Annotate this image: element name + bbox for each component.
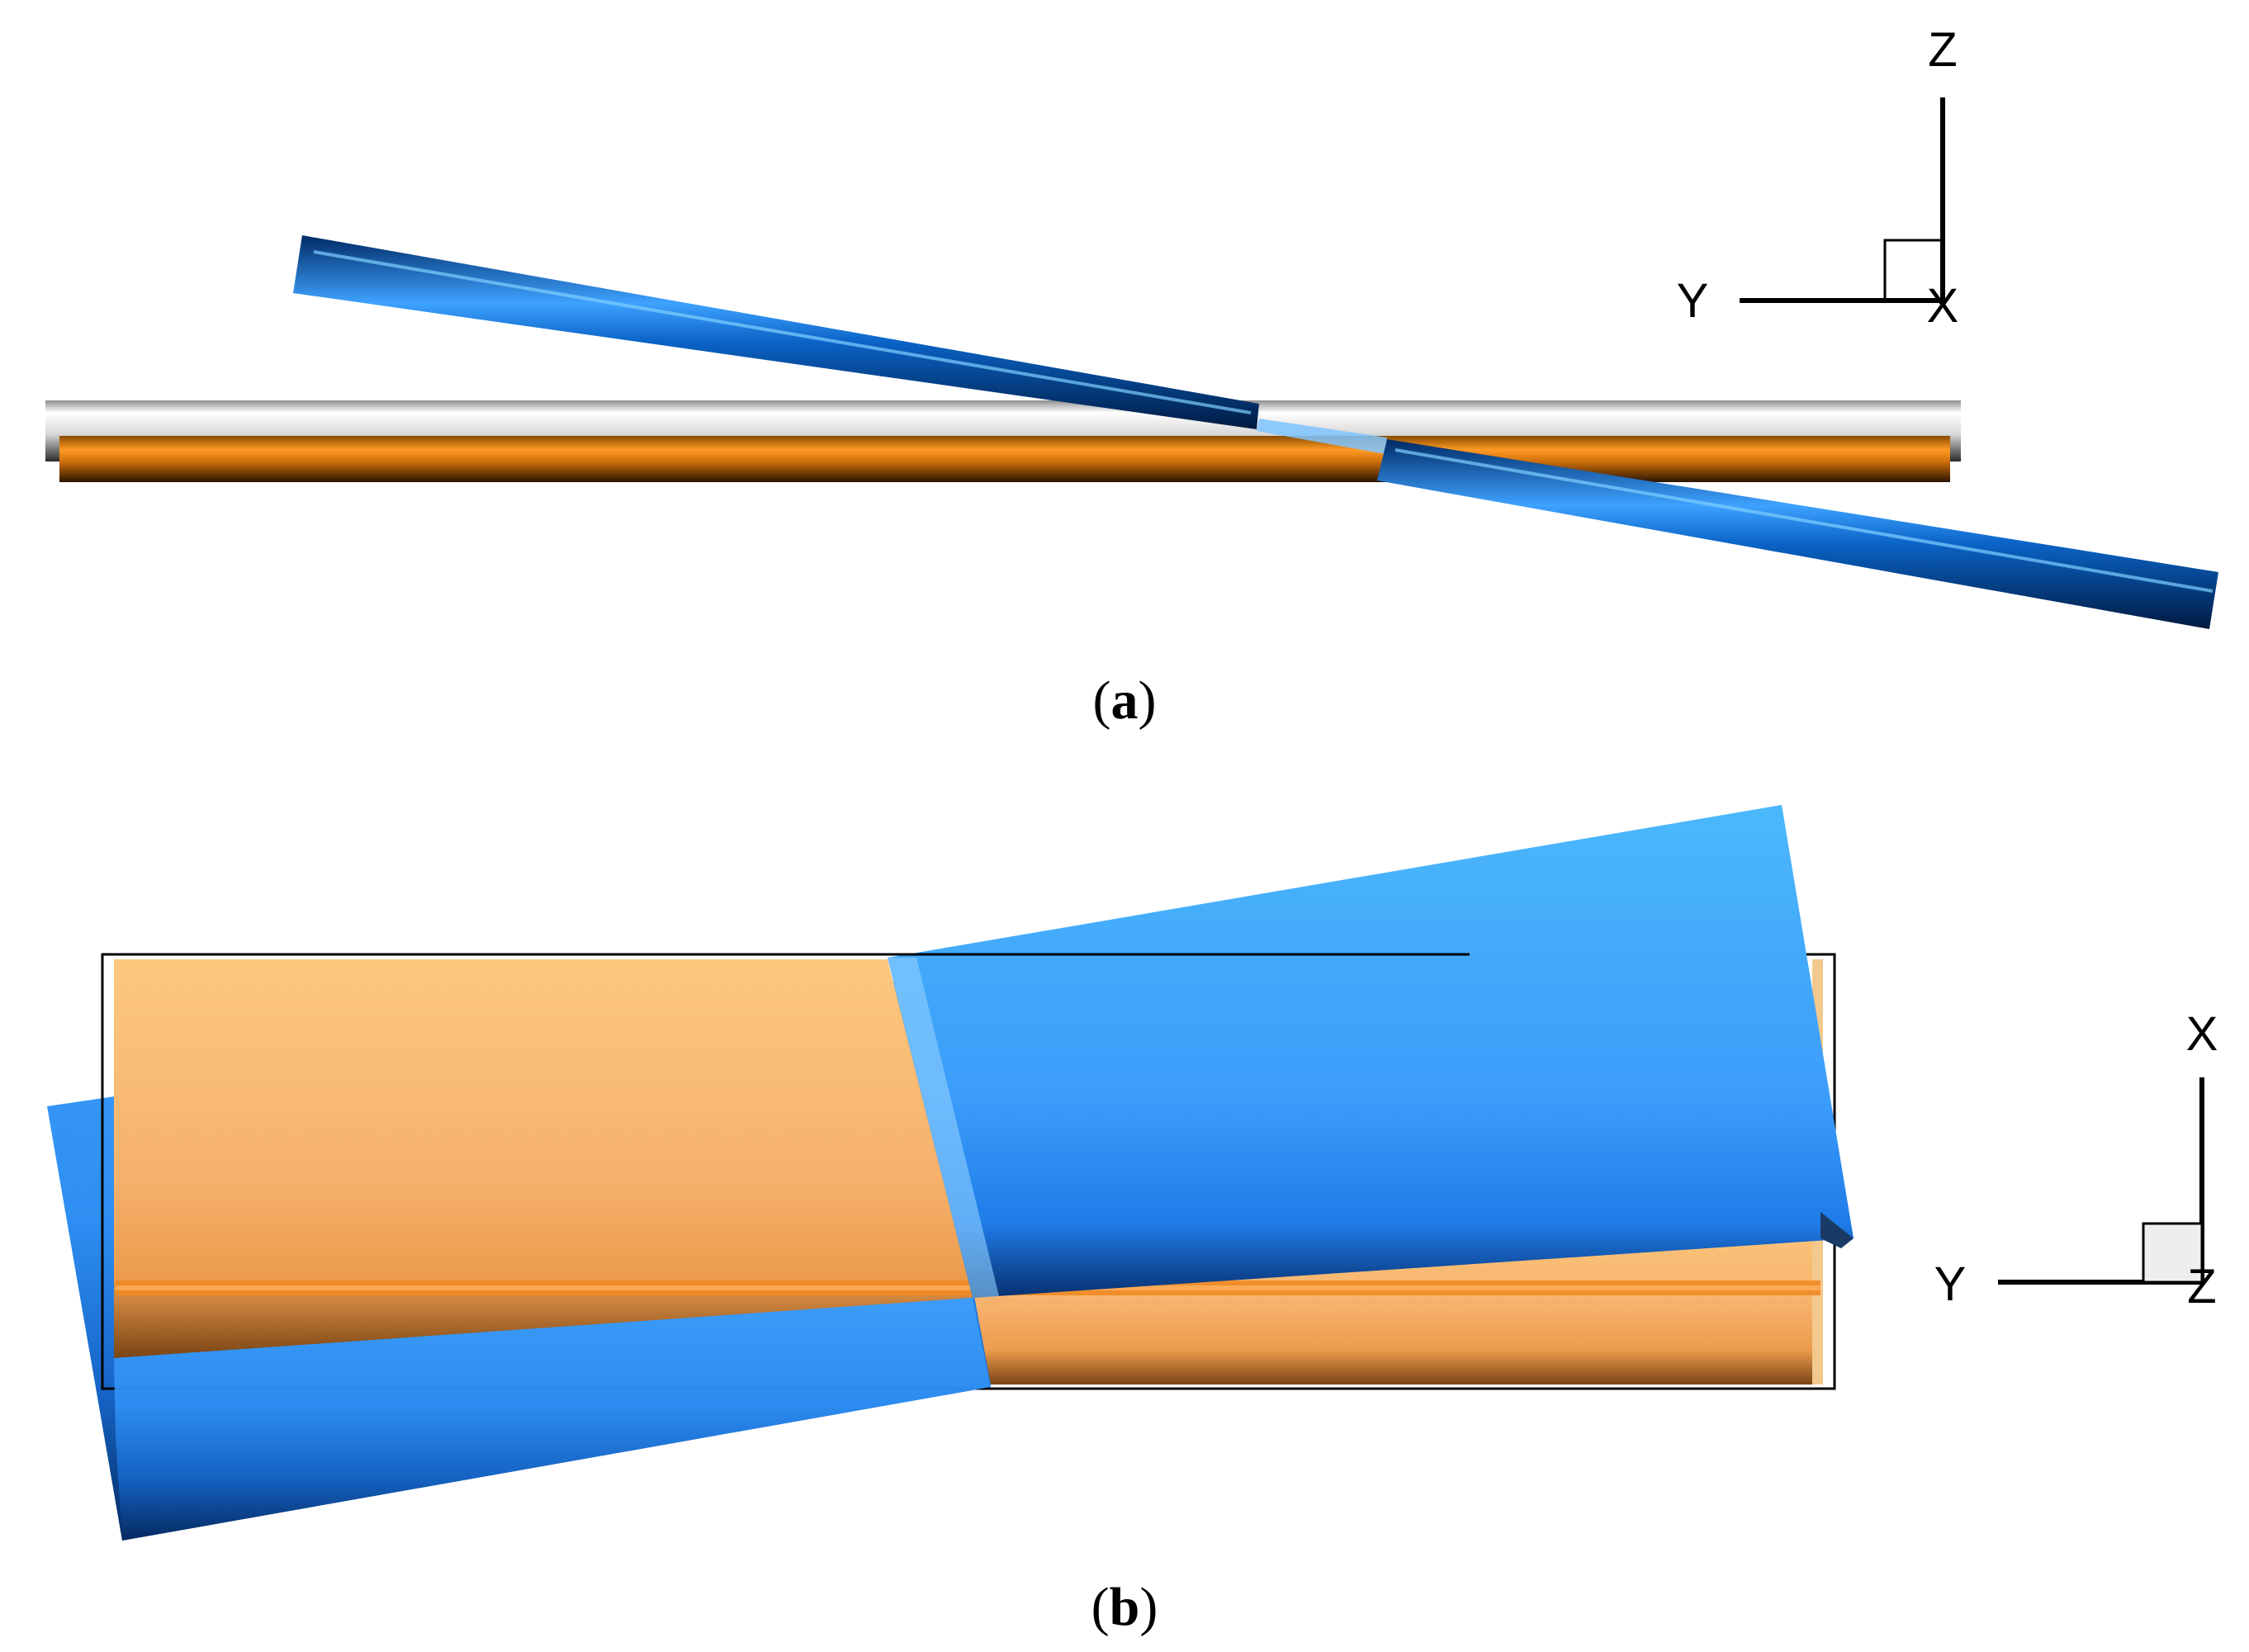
panel-a: Z Y X (a): [45, 23, 2218, 731]
x-axis-label: X: [1927, 279, 1959, 333]
caption-b: (b): [1091, 1577, 1158, 1637]
blue-plate-front-low: [114, 1298, 991, 1541]
y-axis-label-b: Y: [1934, 1257, 1967, 1311]
z-axis-label: Z: [1928, 23, 1957, 77]
axis-triad-a: [1740, 97, 1945, 303]
axis-triad-b: [1998, 1077, 2204, 1285]
panel-b: X Y Z (b): [47, 805, 2218, 1637]
blue-member-right: [1377, 439, 2218, 629]
orange-plate-left: [114, 959, 973, 1358]
axis-corner-box: [1883, 239, 1944, 302]
blue-member-intersection: [1257, 419, 1387, 454]
caption-a: (a): [1093, 670, 1157, 731]
blue-plate-shadow-edge: [1821, 1212, 1854, 1248]
y-axis-label: Y: [1677, 274, 1709, 328]
x-axis-label-b: X: [2186, 1007, 2218, 1061]
z-axis-label-b: Z: [2187, 1260, 2216, 1314]
orange-member: [59, 436, 1950, 482]
orange-plate-right: [974, 1212, 1821, 1385]
axis-corner-box-b: [2142, 1222, 2204, 1284]
blue-plate-upper-right: [888, 805, 1854, 1298]
blue-plate-edge: [888, 958, 999, 1298]
